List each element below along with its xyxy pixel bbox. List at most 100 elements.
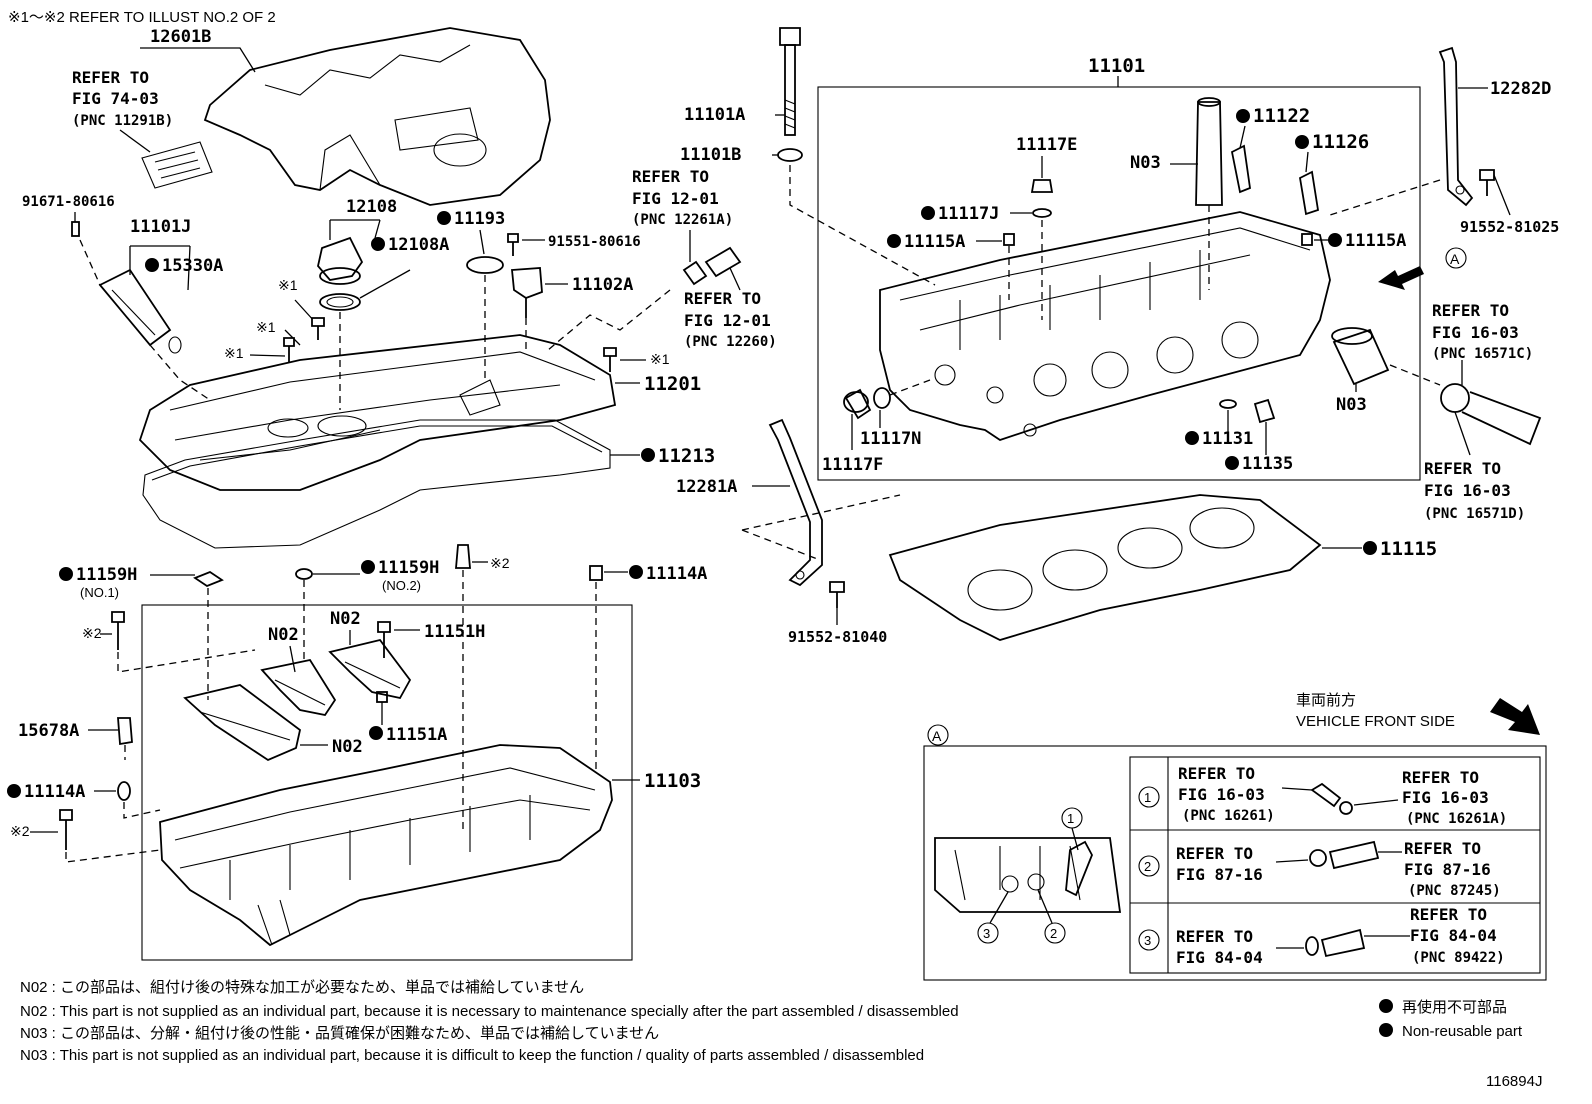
- label-91552-81040: 91552-81040: [788, 628, 887, 646]
- gasket-11131: [1219, 399, 1237, 409]
- head-cover-gasket: [142, 419, 611, 549]
- label-refer-16c: REFER TO: [1432, 301, 1509, 320]
- stud-bolt-2: [455, 544, 471, 569]
- plug-11117E: [1030, 179, 1054, 193]
- inset-a-circle: [927, 724, 949, 746]
- plug-11117F: [843, 388, 872, 420]
- label-11213: 11213: [658, 445, 715, 467]
- label-11122: 11122: [1253, 105, 1310, 127]
- label-fig-16d: FIG 16-03: [1424, 481, 1511, 500]
- label-fig-12a: FIG 12-01: [632, 189, 719, 208]
- label-refer-12b: REFER TO: [684, 289, 761, 308]
- label-12282D: 12282D: [1490, 79, 1551, 99]
- callout-a: A: [1450, 251, 1460, 267]
- label-N03-side: N03: [1336, 395, 1367, 415]
- non-reusable-dot: [1328, 233, 1342, 247]
- non-reusable-dot: [371, 237, 385, 251]
- valve-guide-bush-2: [1299, 170, 1320, 216]
- row-1-left-pnc: (PNC 16261): [1182, 808, 1275, 824]
- row-2-right-pnc: (PNC 87245): [1408, 883, 1501, 899]
- label-no1: (NO.1): [80, 585, 119, 600]
- inset-row-1: 1 REFER TO FIG 16-03 (PNC 16261) REFER T…: [1138, 764, 1507, 827]
- label-11117E: 11117E: [1016, 135, 1077, 155]
- label-pnc-16d: (PNC 16571D): [1424, 506, 1525, 522]
- label-11117F: 11117F: [822, 455, 883, 475]
- label-refer-74: REFER TO: [72, 68, 149, 87]
- note-n03-en: N03 : This part is not supplied as an in…: [20, 1047, 924, 1064]
- top-note: ※1～※2 REFER TO ILLUST NO.2 OF 2: [8, 9, 276, 26]
- oil-control-valve: [79, 239, 211, 401]
- label-11103: 11103: [644, 770, 701, 792]
- bolt-91552-81025: [1479, 169, 1495, 196]
- non-reusable-dot: [1185, 431, 1199, 445]
- non-reusable-dot: [1225, 456, 1239, 470]
- vehicle-front-arrow: [1490, 698, 1540, 735]
- note-n02-jp: N02 : この部品は、組付け後の特殊な加工が必要なため、単品では補給していませ…: [20, 979, 584, 996]
- label-11117N: 11117N: [860, 429, 921, 449]
- label-11159H-2: 11159H: [378, 558, 439, 578]
- label-11101B: 11101B: [680, 145, 741, 165]
- label-11101A: 11101A: [684, 105, 745, 125]
- label-fig-16c: FIG 16-03: [1432, 323, 1519, 342]
- row-2-left-fig: FIG 87-16: [1176, 865, 1263, 884]
- caution-label-plate: [119, 129, 213, 189]
- label-fig-12b: FIG 12-01: [684, 311, 771, 330]
- cylinder-head: [879, 211, 1331, 441]
- label-15678A: 15678A: [18, 721, 79, 741]
- note-n02-en: N02 : This part is not supplied as an in…: [20, 1003, 959, 1020]
- ref-note-1-right: ※1: [650, 351, 670, 367]
- sleeve-N03-side: [1331, 327, 1390, 386]
- ref-note-2-bottom: ※2: [10, 823, 30, 839]
- oil-filler-cap: [317, 236, 411, 410]
- label-N03-top: N03: [1130, 153, 1161, 173]
- engine-hanger-12282D: [1438, 46, 1474, 207]
- non-reusable-dot: [145, 258, 159, 272]
- dowel-pin-left: [1003, 233, 1015, 246]
- row-2-right-fig: FIG 87-16: [1404, 860, 1491, 879]
- cylinder-head-frame: [817, 86, 1421, 481]
- pointer-2-circle: [1044, 922, 1066, 944]
- non-reusable-dot: [1363, 541, 1377, 555]
- gasket-11159H-1: [193, 570, 224, 588]
- hose-2-icon: [1328, 840, 1380, 870]
- inset-row-3: 3 REFER TO FIG 84-04 REFER TO FIG 84-04 …: [1138, 905, 1505, 967]
- cylinder-head-cover: [138, 334, 617, 491]
- row-1-num: 1: [1144, 790, 1151, 805]
- label-11115: 11115: [1380, 538, 1437, 560]
- label-12281A: 12281A: [676, 477, 737, 497]
- inset-engine-detail: [934, 807, 1122, 944]
- label-91552-81025: 91552-81025: [1460, 218, 1559, 236]
- non-reusable-dot: [437, 211, 451, 225]
- sensor-3-icon: [1320, 928, 1366, 958]
- union-15678A: [117, 717, 133, 746]
- non-reusable-dot: [1295, 135, 1309, 149]
- legend-en: Non-reusable part: [1402, 1023, 1523, 1040]
- clamp-2-icon: [1309, 849, 1327, 867]
- pointer-2: 2: [1050, 926, 1057, 941]
- callout-a-circle: [1445, 247, 1467, 269]
- row-3-left-fig: FIG 84-04: [1176, 948, 1263, 967]
- label-N02-b: N02: [330, 609, 361, 629]
- ref-note-1-left: ※1: [224, 345, 244, 361]
- label-11151A: 11151A: [386, 725, 447, 745]
- ref-note-2-top: ※2: [490, 555, 510, 571]
- label-11131: 11131: [1202, 429, 1253, 449]
- non-reusable-dot: [921, 206, 935, 220]
- label-11101J: 11101J: [130, 217, 191, 237]
- inset-a-frame: [923, 745, 1547, 981]
- dowel-11114A-top: [589, 565, 603, 581]
- label-15330A: 15330A: [162, 256, 223, 276]
- label-11135: 11135: [1242, 454, 1293, 474]
- head-bolt: [779, 27, 801, 136]
- label-91671-80616: 91671-80616: [22, 194, 115, 210]
- row-1-left-refer: REFER TO: [1178, 764, 1255, 783]
- label-N02-c: N02: [332, 737, 363, 757]
- label-11102A: 11102A: [572, 275, 633, 295]
- label-fig-74: FIG 74-03: [72, 89, 159, 108]
- gasket-3-icon: [1305, 936, 1319, 956]
- non-reusable-dot: [361, 560, 375, 574]
- camshaft-housing-frame: [141, 604, 633, 961]
- label-pnc-12a: (PNC 12261A): [632, 212, 733, 228]
- label-refer-16d: REFER TO: [1424, 459, 1501, 478]
